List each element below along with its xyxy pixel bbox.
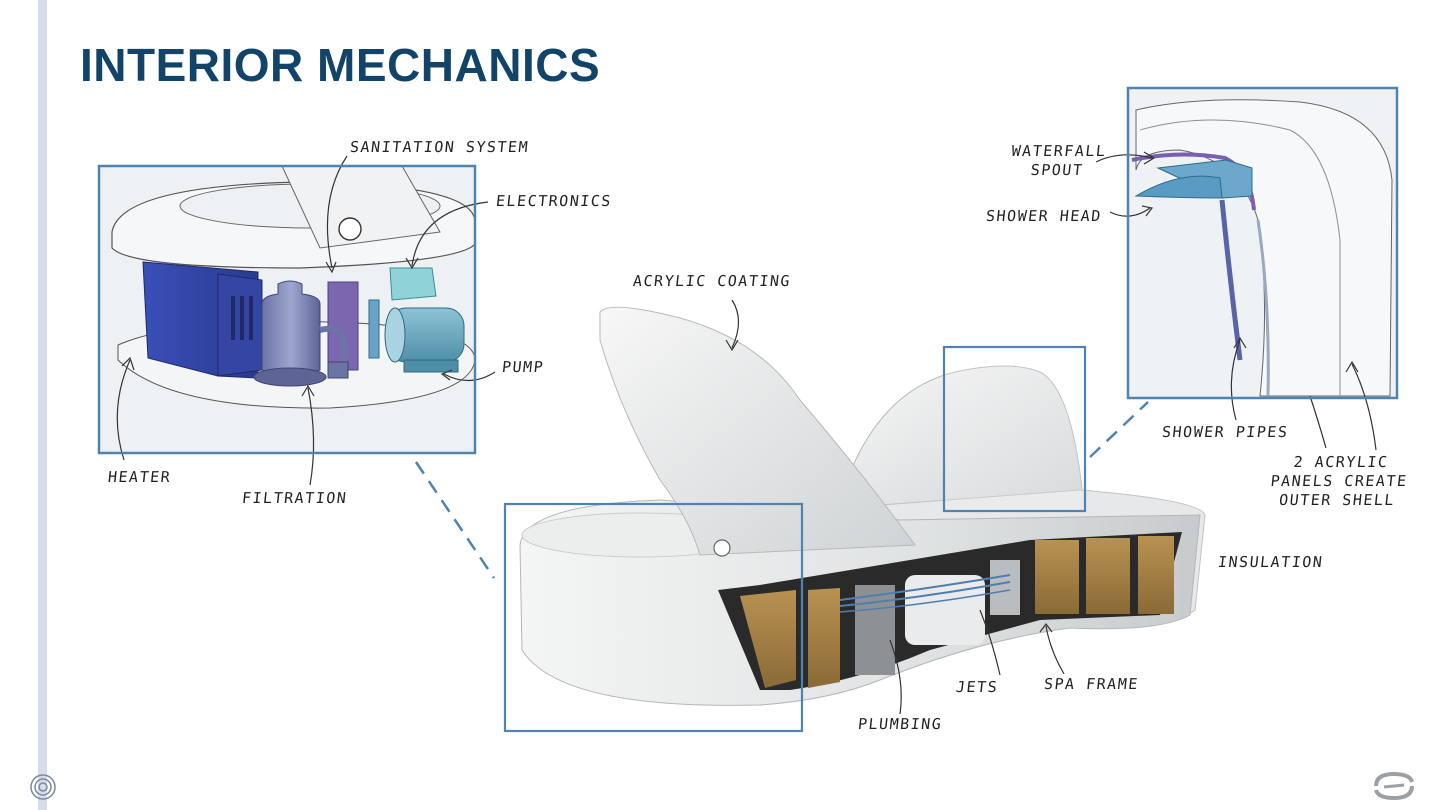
- right-dashed-connector: [1089, 401, 1149, 458]
- main-render-detail-frame-left: [503, 502, 804, 733]
- label-waterfall-spout-line1: WATERFALL: [1010, 142, 1108, 160]
- label-plumbing: PLUMBING: [857, 715, 944, 733]
- spa-render: [519, 299, 1206, 715]
- brand-logo-icon: [1374, 771, 1414, 801]
- label-shower-pipes: SHOWER PIPES: [1161, 423, 1290, 441]
- right-inset-sketch: [1095, 88, 1397, 451]
- left-accent-bar: [38, 0, 47, 810]
- label-acrylic-panels-line1: 2 ACRYLIC: [1292, 453, 1390, 471]
- left-dashed-connector: [414, 461, 496, 579]
- label-shower-head: SHOWER HEAD: [985, 207, 1103, 225]
- label-acrylic-panels-line3: OUTER SHELL: [1278, 491, 1396, 509]
- left-inset-sketch: [99, 155, 496, 486]
- label-pump: PUMP: [501, 358, 546, 376]
- label-heater: HEATER: [107, 468, 173, 486]
- label-acrylic-panels-line2: PANELS CREATE: [1269, 472, 1409, 490]
- label-jets: JETS: [955, 678, 1000, 696]
- label-insulation: INSULATION: [1217, 553, 1325, 571]
- label-acrylic-panels: 2 ACRYLIC PANELS CREATE OUTER SHELL: [1261, 453, 1417, 510]
- right-inset-frame: [1126, 86, 1399, 400]
- label-waterfall-spout: WATERFALL SPOUT: [1006, 142, 1110, 180]
- spiral-logo-icon: [30, 774, 56, 800]
- label-spa-frame: SPA FRAME: [1043, 675, 1140, 693]
- page-title: INTERIOR MECHANICS: [80, 39, 601, 91]
- label-sanitation-system: SANITATION SYSTEM: [349, 138, 530, 156]
- main-render-detail-frame-right: [942, 345, 1087, 513]
- label-electronics: ELECTRONICS: [495, 192, 613, 210]
- label-waterfall-spout-line2: SPOUT: [1029, 161, 1085, 179]
- left-inset-frame: [97, 164, 477, 455]
- label-acrylic-coating: ACRYLIC COATING: [632, 272, 792, 290]
- label-filtration: FILTRATION: [241, 489, 349, 507]
